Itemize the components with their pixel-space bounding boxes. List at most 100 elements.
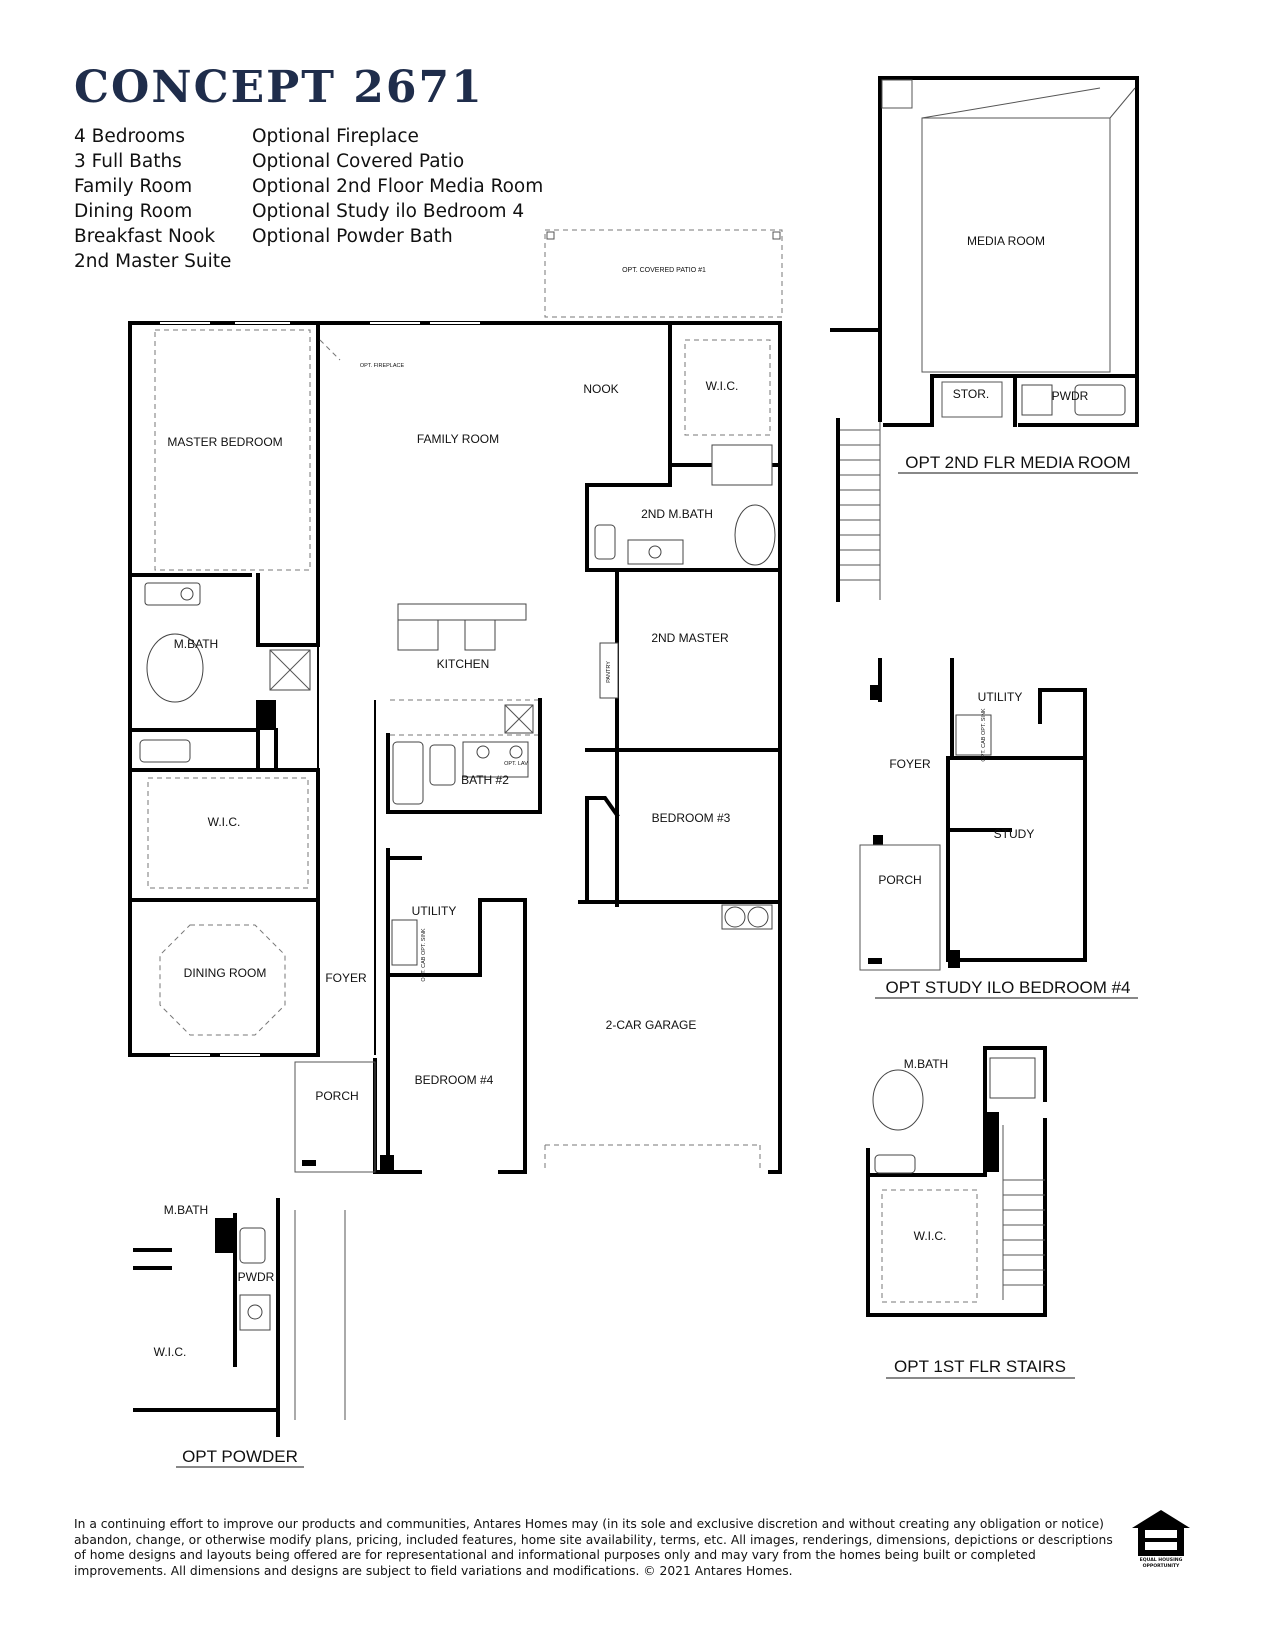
equal-housing-logo: EQUAL HOUSING OPPORTUNITY [1130, 1508, 1192, 1572]
room-label: W.I.C. [914, 1229, 947, 1243]
toilet-fixture [139, 739, 191, 763]
legal-disclaimer: In a continuing effort to improve our pr… [74, 1517, 1113, 1578]
master-bedroom-outline [154, 329, 311, 571]
sink-fixture [397, 619, 439, 651]
room-label: OPT. LAV [504, 761, 528, 767]
room-label: 2ND M.BATH [641, 507, 713, 521]
porch-outline [294, 1061, 376, 1173]
room-label: M.BATH [904, 1057, 948, 1071]
wall [585, 796, 620, 904]
wall [883, 374, 1139, 427]
option-caption: OPT POWDER [182, 1447, 298, 1466]
wall [128, 728, 278, 772]
wall [946, 756, 1087, 962]
feature-item: 4 Bedrooms [74, 126, 185, 147]
room-label: UTILITY [978, 690, 1023, 704]
wic-outline [147, 777, 309, 889]
dining-ceiling-outline [159, 924, 286, 1036]
feature-list-right: Optional Fireplace Optional Covered Pati… [252, 124, 543, 249]
wall [585, 438, 782, 572]
room-label: W.I.C. [706, 379, 739, 393]
room-label: 2ND MASTER [651, 631, 729, 645]
room-label: FOYER [325, 971, 367, 985]
porch-outline [859, 844, 941, 971]
hall-wall [317, 580, 376, 1055]
media-ceiling-outline [921, 117, 1111, 373]
feature-list-left: 4 Bedrooms 3 Full Baths Family Room Dini… [74, 124, 231, 274]
wall-block [256, 700, 276, 730]
patio-post [772, 231, 781, 240]
plan-title: CONCEPT 2671 [74, 62, 484, 113]
kitchen-counter [397, 603, 527, 621]
feature-item: 2nd Master Suite [74, 251, 232, 272]
room-label: BATH #2 [461, 773, 509, 787]
room-label: PORCH [878, 873, 921, 887]
opt-study-plan: UTILITY OPT. CAB OPT. SINK FOYER STUDY P… [859, 658, 1138, 999]
feature-item: Family Room [74, 176, 193, 197]
room-label: MEDIA ROOM [967, 234, 1045, 248]
room-label: FAMILY ROOM [417, 432, 499, 446]
room-label: PORCH [315, 1089, 358, 1103]
room-label: PANTRY [606, 661, 612, 683]
feature-item: Optional Study ilo Bedroom 4 [252, 201, 525, 222]
feature-item: Optional 2nd Floor Media Room [252, 176, 544, 197]
main-floor-plan: OPT. COVERED PATIO #1 OPT. FIREPLACE MAS… [128, 229, 783, 1174]
covered-patio-outline [544, 229, 783, 318]
room-label: PWDR [238, 1270, 275, 1284]
wall [386, 856, 482, 977]
option-caption: OPT 1ST FLR STAIRS [894, 1357, 1066, 1376]
exterior-wall [830, 76, 882, 332]
wall [128, 768, 320, 902]
kitchen-counter-outline [390, 699, 540, 736]
wall [386, 698, 542, 814]
room-label: NOOK [583, 382, 618, 396]
wall [866, 1118, 1047, 1317]
room-label: UTILITY [412, 904, 457, 918]
tub-fixture [734, 504, 776, 566]
room-label: OPT. CAB OPT. SINK [981, 708, 987, 762]
opt-media-room-plan: MEDIA ROOM STOR. PWDR OPT 2ND FLR MEDIA … [830, 76, 1139, 602]
feature-item: Optional Powder Bath [252, 226, 453, 247]
room-label: OPT. FIREPLACE [360, 363, 405, 369]
room-label: STOR. [953, 387, 989, 401]
feature-item: Dining Room [74, 201, 193, 222]
feature-item: 3 Full Baths [74, 151, 182, 172]
room-label: KITCHEN [437, 657, 490, 671]
room-label: M.BATH [164, 1203, 208, 1217]
patio-post [546, 231, 555, 240]
tub-fixture [146, 633, 204, 703]
feature-item: Optional Covered Patio [252, 151, 465, 172]
room-label: BEDROOM #4 [415, 1073, 494, 1087]
room-label: W.I.C. [208, 815, 241, 829]
stair-treads [836, 328, 882, 602]
room-label: OPT. COVERED PATIO #1 [622, 267, 706, 274]
fireplace-outline [319, 339, 341, 361]
house-icon [1132, 1510, 1190, 1556]
room-label: BEDROOM #3 [652, 811, 731, 825]
wall [878, 658, 1087, 962]
wall [256, 573, 320, 647]
room-label: OPT. CAB OPT. SINK [421, 928, 427, 982]
exterior-wall [878, 76, 1139, 427]
feature-item: Optional Fireplace [252, 126, 419, 147]
tub-fixture [392, 741, 424, 805]
cooktop-fixture [464, 619, 496, 651]
equal-housing-text: EQUAL HOUSING OPPORTUNITY [1139, 1558, 1183, 1569]
room-label: FOYER [889, 757, 931, 771]
garage-door [544, 1144, 761, 1172]
wall [1038, 688, 1087, 724]
opt-powder-plan: M.BATH PWDR W.I.C. OPT POWDER [133, 1198, 346, 1468]
wall [478, 898, 527, 1174]
option-caption: OPT 2ND FLR MEDIA ROOM [905, 453, 1130, 472]
pantry-outline [599, 642, 619, 699]
wall [668, 321, 782, 467]
room-label: W.I.C. [154, 1345, 187, 1359]
room-label: DINING ROOM [184, 966, 267, 980]
room-label: MASTER BEDROOM [167, 435, 282, 449]
room-label: M.BATH [174, 637, 218, 651]
room-label: 2-CAR GARAGE [606, 1018, 697, 1032]
opt-stairs-plan: M.BATH W.I.C. OPT 1ST FLR STAIRS [866, 1046, 1075, 1379]
feature-item: Breakfast Nook [74, 226, 216, 247]
room-label: STUDY [994, 827, 1035, 841]
